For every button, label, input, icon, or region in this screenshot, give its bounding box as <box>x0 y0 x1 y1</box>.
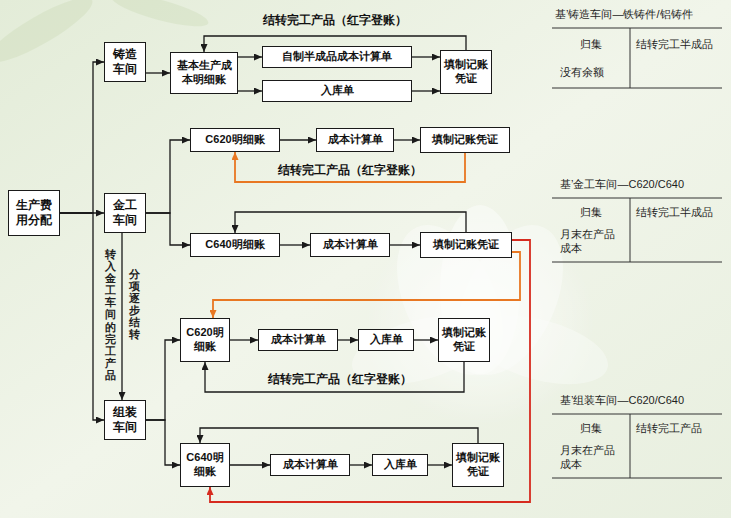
box-text: 基本生产成本明细账 <box>174 59 234 87</box>
account-cell: 归集 <box>580 38 602 52</box>
box-text: C620明细账 <box>205 133 264 147</box>
flow-arrow <box>230 464 270 465</box>
box-text: C620明细账 <box>184 326 226 354</box>
flow-arrow <box>280 244 310 245</box>
account-cell: 归集 <box>580 422 602 436</box>
box-text: 填制记账凭证 <box>456 451 500 479</box>
flow-arrow <box>350 464 372 465</box>
receipt-box: 入库单 <box>262 80 412 102</box>
account-cell: 归集 <box>580 206 602 220</box>
account-title: 基’组装车间—C620/C640 <box>560 394 684 408</box>
flow-arrow <box>200 428 478 443</box>
flow-arrow <box>428 464 452 465</box>
box-text: 金工车间 <box>108 198 142 228</box>
flow-arrow <box>238 90 262 91</box>
flow-arrow <box>146 72 170 73</box>
box-text: 铸造车间 <box>108 47 142 77</box>
box-text: 自制半成品成本计算单 <box>282 50 392 64</box>
edge-label: 结转完工产品（红字登账） <box>268 372 412 386</box>
t-account-lines <box>552 28 722 478</box>
box-text: 入库单 <box>384 458 417 472</box>
flow-note: 转入金工车间的完工产品 <box>105 248 116 381</box>
box-text: 组装车间 <box>108 405 142 435</box>
box-text: 入库单 <box>370 333 403 347</box>
flow-arrow <box>412 56 440 57</box>
account-title: 基’金工车间—C620/C640 <box>560 178 684 192</box>
flow-arrow <box>146 420 180 465</box>
account-title: 基’铸造车间—铁铸件/铝铸件 <box>555 8 693 22</box>
ledger-box: C620明细账 <box>190 128 280 152</box>
account-cell: 结转完工产品 <box>636 422 702 436</box>
account-cell: 月末在产品成本 <box>560 228 620 256</box>
ledger-box: C620明细账 <box>180 318 230 362</box>
box-text: 填制记账凭证 <box>433 238 499 252</box>
calc-box: 成本计算单 <box>258 329 338 351</box>
flow-arrow <box>412 90 440 91</box>
receipt-box: 入库单 <box>372 454 428 476</box>
flow-arrow <box>235 212 466 233</box>
flow-arrow <box>213 252 520 318</box>
account-cell: 结转完工半成品 <box>636 206 713 220</box>
flow-arrow <box>205 362 464 392</box>
flow-arrow <box>238 56 262 57</box>
account-cell: 月末在产品成本 <box>560 444 620 472</box>
edge-label: 结转完工产品（红字登账） <box>278 163 422 177</box>
ledger-box: C640明细账 <box>180 443 230 487</box>
box-text: C640明细账 <box>205 238 264 252</box>
flow-arrow <box>280 139 316 140</box>
edge-label: 结转完工产品（红字登账） <box>263 13 407 27</box>
flow-arrow <box>60 213 104 420</box>
box-text: C640明细账 <box>184 451 226 479</box>
box-text: 填制记账凭证 <box>432 133 498 147</box>
calc-box: 成本计算单 <box>310 233 390 257</box>
box-text: 成本计算单 <box>328 133 383 147</box>
box-text: 生产费用分配 <box>12 198 56 228</box>
calc-box: 自制半成品成本计算单 <box>262 46 412 68</box>
flow-arrow <box>394 139 420 140</box>
receipt-box: 入库单 <box>358 329 414 351</box>
box-text: 入库单 <box>321 84 354 98</box>
voucher-box: 填制记账凭证 <box>440 50 492 94</box>
box-text: 成本计算单 <box>271 333 326 347</box>
flow-arrow <box>230 339 258 340</box>
flow-note: 分项逐步结转 <box>129 268 140 341</box>
flow-arrow <box>146 140 190 213</box>
flow-arrow <box>60 62 104 213</box>
flow-arrow <box>338 339 358 340</box>
flow-arrow <box>235 152 465 182</box>
account-cell: 结转完工半成品 <box>636 38 713 52</box>
voucher-box: 填制记账凭证 <box>438 318 490 362</box>
box-text: 填制记账凭证 <box>444 58 488 86</box>
calc-box: 成本计算单 <box>316 128 394 152</box>
flow-arrow <box>414 339 438 340</box>
flow-arrow <box>390 244 420 245</box>
box-text: 成本计算单 <box>323 238 378 252</box>
source-box: 生产费用分配 <box>8 190 60 236</box>
workshop-box: 组装车间 <box>104 400 146 440</box>
flow-arrow <box>146 213 190 245</box>
ledger-box: 基本生产成本明细账 <box>170 52 238 94</box>
voucher-box: 填制记账凭证 <box>452 443 504 487</box>
box-text: 填制记账凭证 <box>442 326 486 354</box>
voucher-box: 填制记账凭证 <box>420 127 510 153</box>
workshop-box: 铸造车间 <box>104 42 146 82</box>
flow-arrow <box>210 240 530 502</box>
ledger-box: C640明细账 <box>190 233 280 257</box>
workshop-box: 金工车间 <box>104 193 146 233</box>
voucher-box: 填制记账凭证 <box>420 232 512 258</box>
flow-arrow <box>121 233 122 400</box>
flow-arrow <box>146 340 180 420</box>
account-cell: 没有余额 <box>560 66 604 80</box>
calc-box: 成本计算单 <box>270 454 350 476</box>
box-text: 成本计算单 <box>283 458 338 472</box>
